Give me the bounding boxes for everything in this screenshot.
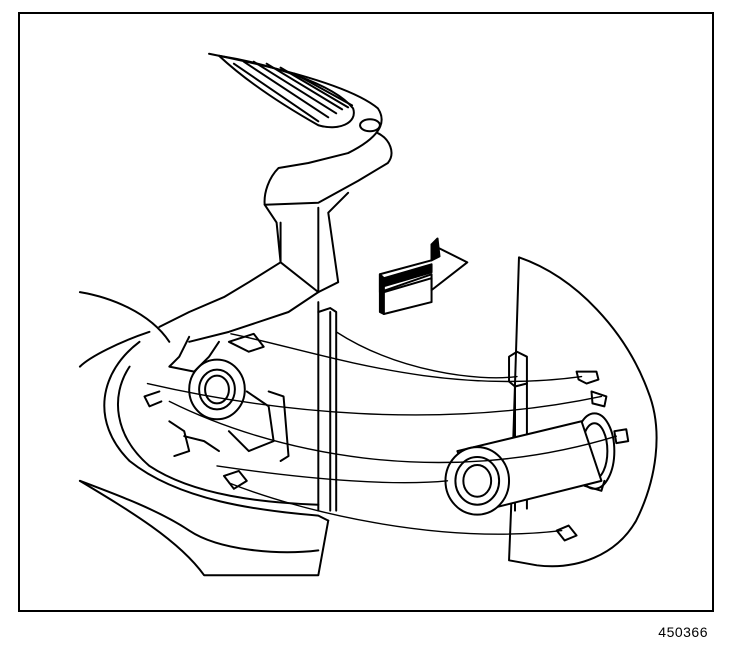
trim-panel <box>508 256 658 568</box>
figure-reference-number: 450366 <box>658 624 708 640</box>
door-frame <box>78 191 350 577</box>
alignment-leaders <box>146 331 618 535</box>
illustration-frame <box>18 12 714 612</box>
direction-arrow-icon <box>378 237 469 315</box>
upper-armrest <box>208 52 393 206</box>
door-bezel <box>143 358 290 490</box>
trim-panel-illustration <box>78 52 658 577</box>
